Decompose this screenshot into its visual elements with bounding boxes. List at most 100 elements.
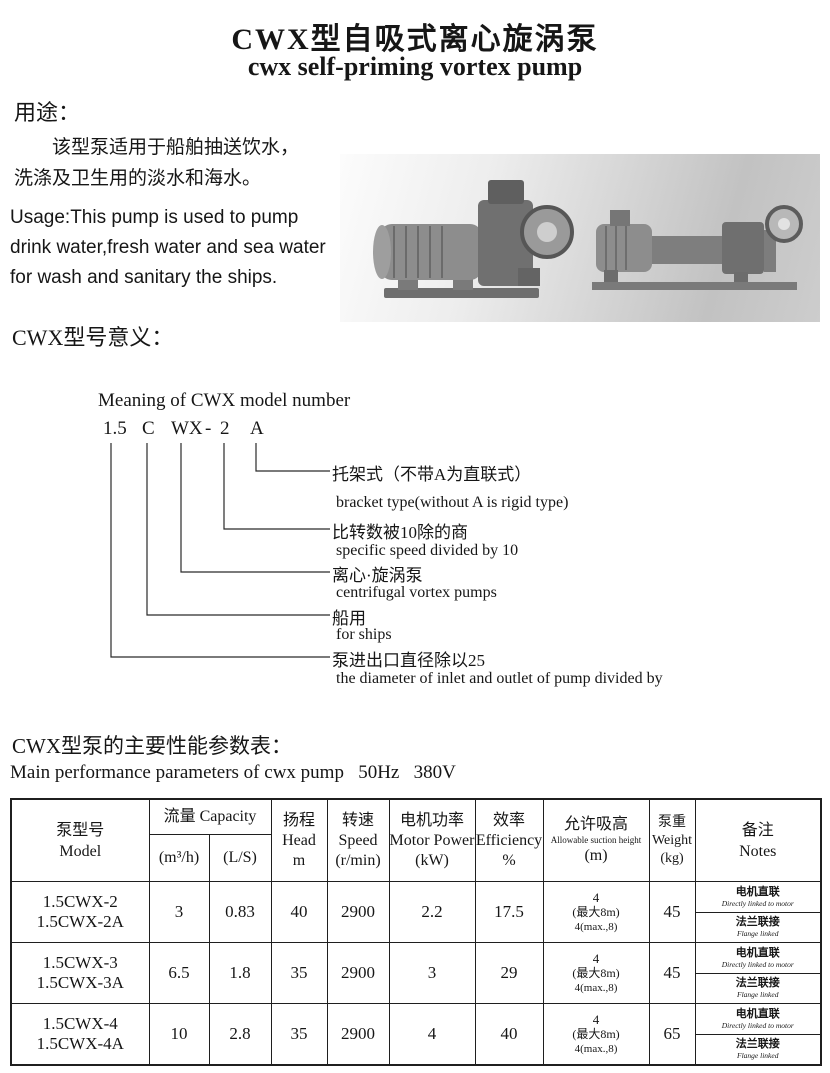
- col-header-power-zh: 电机功率: [399, 811, 464, 829]
- pump-photo-right: [592, 205, 803, 290]
- parameters-heading-zh: CWX型泵的主要性能参数表：: [12, 734, 292, 758]
- col-header-speed: 转速 Speed (r/min): [326, 798, 390, 882]
- model-code-bracket: A: [250, 418, 264, 439]
- speed-value: 2900: [326, 942, 390, 1004]
- notes-cell: 电机直联 Directly linked to motor 法兰联接 Flang…: [694, 1003, 822, 1066]
- diagram-connector-lines: [110, 443, 330, 658]
- weight-value: 45: [648, 942, 696, 1004]
- col-header-notes-zh: 备注: [741, 821, 774, 839]
- table-row-1.5cwx-2: 1.5CWX-2 1.5CWX-2A 3 0.83 40 2900 2.2 17…: [10, 881, 822, 943]
- col-header-efficiency-zh: 效率: [492, 811, 525, 829]
- capacity-ls-value: 2.8: [208, 1003, 272, 1066]
- col-header-weight: 泵重 Weight (kg): [648, 798, 696, 882]
- label-diameter-zh: 泵进出口直径除以25: [332, 651, 485, 670]
- speed-value: 2900: [326, 881, 390, 943]
- col-header-speed-en: Speed: [338, 831, 378, 849]
- model-code-ship: C: [142, 418, 155, 439]
- label-specific-speed-en: specific speed divided by 10: [336, 542, 519, 559]
- model-name-line2: 1.5CWX-4A: [36, 1034, 124, 1053]
- col-header-model-zh: 泵型号: [56, 821, 105, 839]
- col-header-weight-zh: 泵重: [658, 814, 686, 830]
- suction-value: 4 (最大8m) 4(max.,8): [542, 1003, 650, 1066]
- col-header-weight-en: Weight: [651, 832, 693, 848]
- col-header-suction-zh: 允许吸高: [563, 816, 628, 833]
- note-direct-link: 电机直联 Directly linked to motor: [695, 1005, 820, 1035]
- page-title-en: cwx self-priming vortex pump: [247, 52, 583, 81]
- usage-body-zh-line1: 该型泵适用于船舶抽送饮水，: [52, 137, 300, 158]
- col-header-head-unit: m: [292, 851, 306, 869]
- notes-cell: 电机直联 Directly linked to motor 法兰联接 Flang…: [694, 942, 822, 1004]
- col-header-head-en: Head: [282, 831, 316, 849]
- efficiency-value: 40: [474, 1003, 544, 1066]
- label-ships-en: for ships: [336, 626, 392, 643]
- model-number-diagram: 1.5 C WX - 2 A 托架式（不带A为直联式） bracket type…: [0, 418, 830, 710]
- col-header-power: 电机功率 Motor Power (kW): [388, 798, 476, 882]
- model-cell: 1.5CWX-2 1.5CWX-2A: [10, 881, 150, 943]
- col-header-weight-unit: (kg): [660, 850, 684, 866]
- label-vortex-zh: 离心·旋涡泵: [332, 566, 423, 585]
- label-diameter-en: the diameter of inlet and outlet of pump…: [336, 670, 663, 687]
- suction-value: 4 (最大8m) 4(max.,8): [542, 881, 650, 943]
- capacity-m3h-value: 10: [148, 1003, 210, 1066]
- table-row-1.5cwx-4: 1.5CWX-4 1.5CWX-4A 10 2.8 35 2900 4 40 4…: [10, 1003, 822, 1066]
- speed-value: 2900: [326, 1003, 390, 1066]
- model-code-type: WX: [171, 418, 203, 439]
- label-vortex-en: centrifugal vortex pumps: [336, 584, 497, 601]
- power-value: 4: [388, 1003, 476, 1066]
- col-header-notes-en: Notes: [739, 842, 777, 860]
- note-flange-link: 法兰联接 Flange linked: [735, 1037, 780, 1060]
- col-header-power-en: Motor Power: [389, 831, 475, 849]
- note-flange-link: 法兰联接 Flange linked: [735, 976, 780, 999]
- capacity-ls-value: 1.8: [208, 942, 272, 1004]
- capacity-m3h-value: 6.5: [148, 942, 210, 1004]
- col-header-suction: 允许吸高 Allowable suction height (m): [542, 798, 650, 882]
- usage-body-en: Usage:This pump is used to pump drink wa…: [10, 207, 326, 288]
- model-meaning-heading-en: Meaning of CWX model number: [98, 390, 351, 411]
- parameters-heading-en: Main performance parameters of cwx pump …: [10, 762, 456, 783]
- model-code-size: 1.5: [103, 418, 127, 439]
- head-value: 40: [270, 881, 328, 943]
- suction-value: 4 (最大8m) 4(max.,8): [542, 942, 650, 1004]
- page-title-zh: CWX型自吸式离心旋涡泵: [231, 23, 599, 56]
- col-header-efficiency: 效率 Efficiency %: [474, 798, 544, 882]
- head-value: 35: [270, 942, 328, 1004]
- pump-photo-left: [373, 180, 574, 298]
- model-name-line1: 1.5CWX-4: [42, 1014, 118, 1033]
- head-value: 35: [270, 1003, 328, 1066]
- note-direct-link: 电机直联 Directly linked to motor: [695, 883, 820, 913]
- product-photo-panel: [340, 154, 820, 322]
- usage-body-zh-line2: 洗涤及卫生用的淡水和海水。: [14, 168, 262, 189]
- col-header-suction-en: Allowable suction height: [550, 835, 642, 845]
- model-name-line1: 1.5CWX-2: [42, 892, 118, 911]
- notes-cell: 电机直联 Directly linked to motor 法兰联接 Flang…: [694, 881, 822, 943]
- efficiency-value: 29: [474, 942, 544, 1004]
- label-bracket-en: bracket type(without A is rigid type): [336, 494, 569, 511]
- power-value: 3: [388, 942, 476, 1004]
- model-code-speed: 2: [220, 418, 230, 439]
- label-bracket-zh: 托架式（不带A为直联式）: [332, 465, 532, 484]
- usage-heading: 用途：: [14, 100, 81, 125]
- weight-value: 65: [648, 1003, 696, 1066]
- col-header-speed-zh: 转速: [341, 811, 374, 829]
- col-header-suction-unit: (m): [584, 847, 608, 864]
- col-header-model: 泵型号 Model: [10, 798, 150, 882]
- col-header-speed-unit: (r/min): [335, 851, 381, 869]
- model-name-line1: 1.5CWX-3: [42, 953, 118, 972]
- col-header-head: 扬程 Head m: [270, 798, 328, 882]
- col-header-efficiency-en: Efficiency: [475, 831, 543, 849]
- model-name-line2: 1.5CWX-3A: [36, 973, 124, 992]
- model-name-line2: 1.5CWX-2A: [36, 912, 124, 931]
- model-code-dash: -: [205, 418, 212, 439]
- note-flange-link: 法兰联接 Flange linked: [735, 915, 780, 938]
- model-cell: 1.5CWX-3 1.5CWX-3A: [10, 942, 150, 1004]
- note-direct-link: 电机直联 Directly linked to motor: [695, 944, 820, 974]
- col-header-model-en: Model: [59, 842, 102, 860]
- model-cell: 1.5CWX-4 1.5CWX-4A: [10, 1003, 150, 1066]
- parameters-table: 泵型号 Model 流量 Capacity 扬程 Head m 转速 Speed…: [10, 798, 822, 1066]
- col-header-head-zh: 扬程: [282, 811, 315, 829]
- col-header-notes: 备注 Notes: [694, 798, 822, 882]
- col-header-capacity: 流量 Capacity: [148, 798, 272, 835]
- table-row-1.5cwx-3: 1.5CWX-3 1.5CWX-3A 6.5 1.8 35 2900 3 29 …: [10, 942, 822, 1004]
- weight-value: 45: [648, 881, 696, 943]
- capacity-ls-value: 0.83: [208, 881, 272, 943]
